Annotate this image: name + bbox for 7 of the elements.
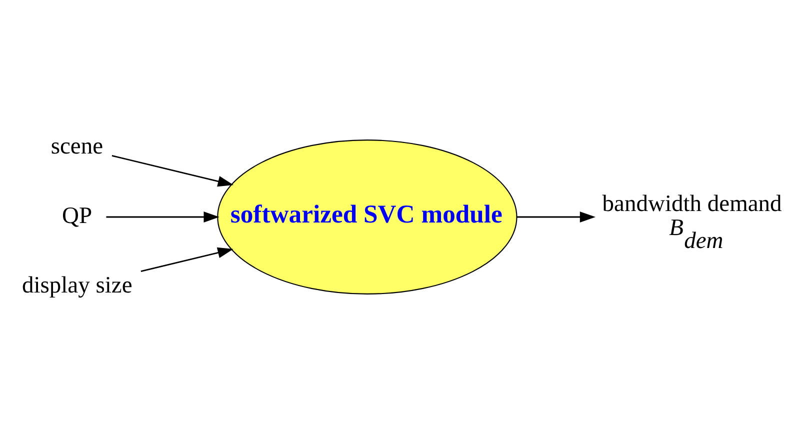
node-text: display size [22,272,132,298]
node-text: QP [62,202,92,228]
arrow [106,211,220,222]
arrow [112,154,234,186]
arrow [140,246,234,272]
node-text: scene [50,133,104,160]
arrow [516,211,596,222]
